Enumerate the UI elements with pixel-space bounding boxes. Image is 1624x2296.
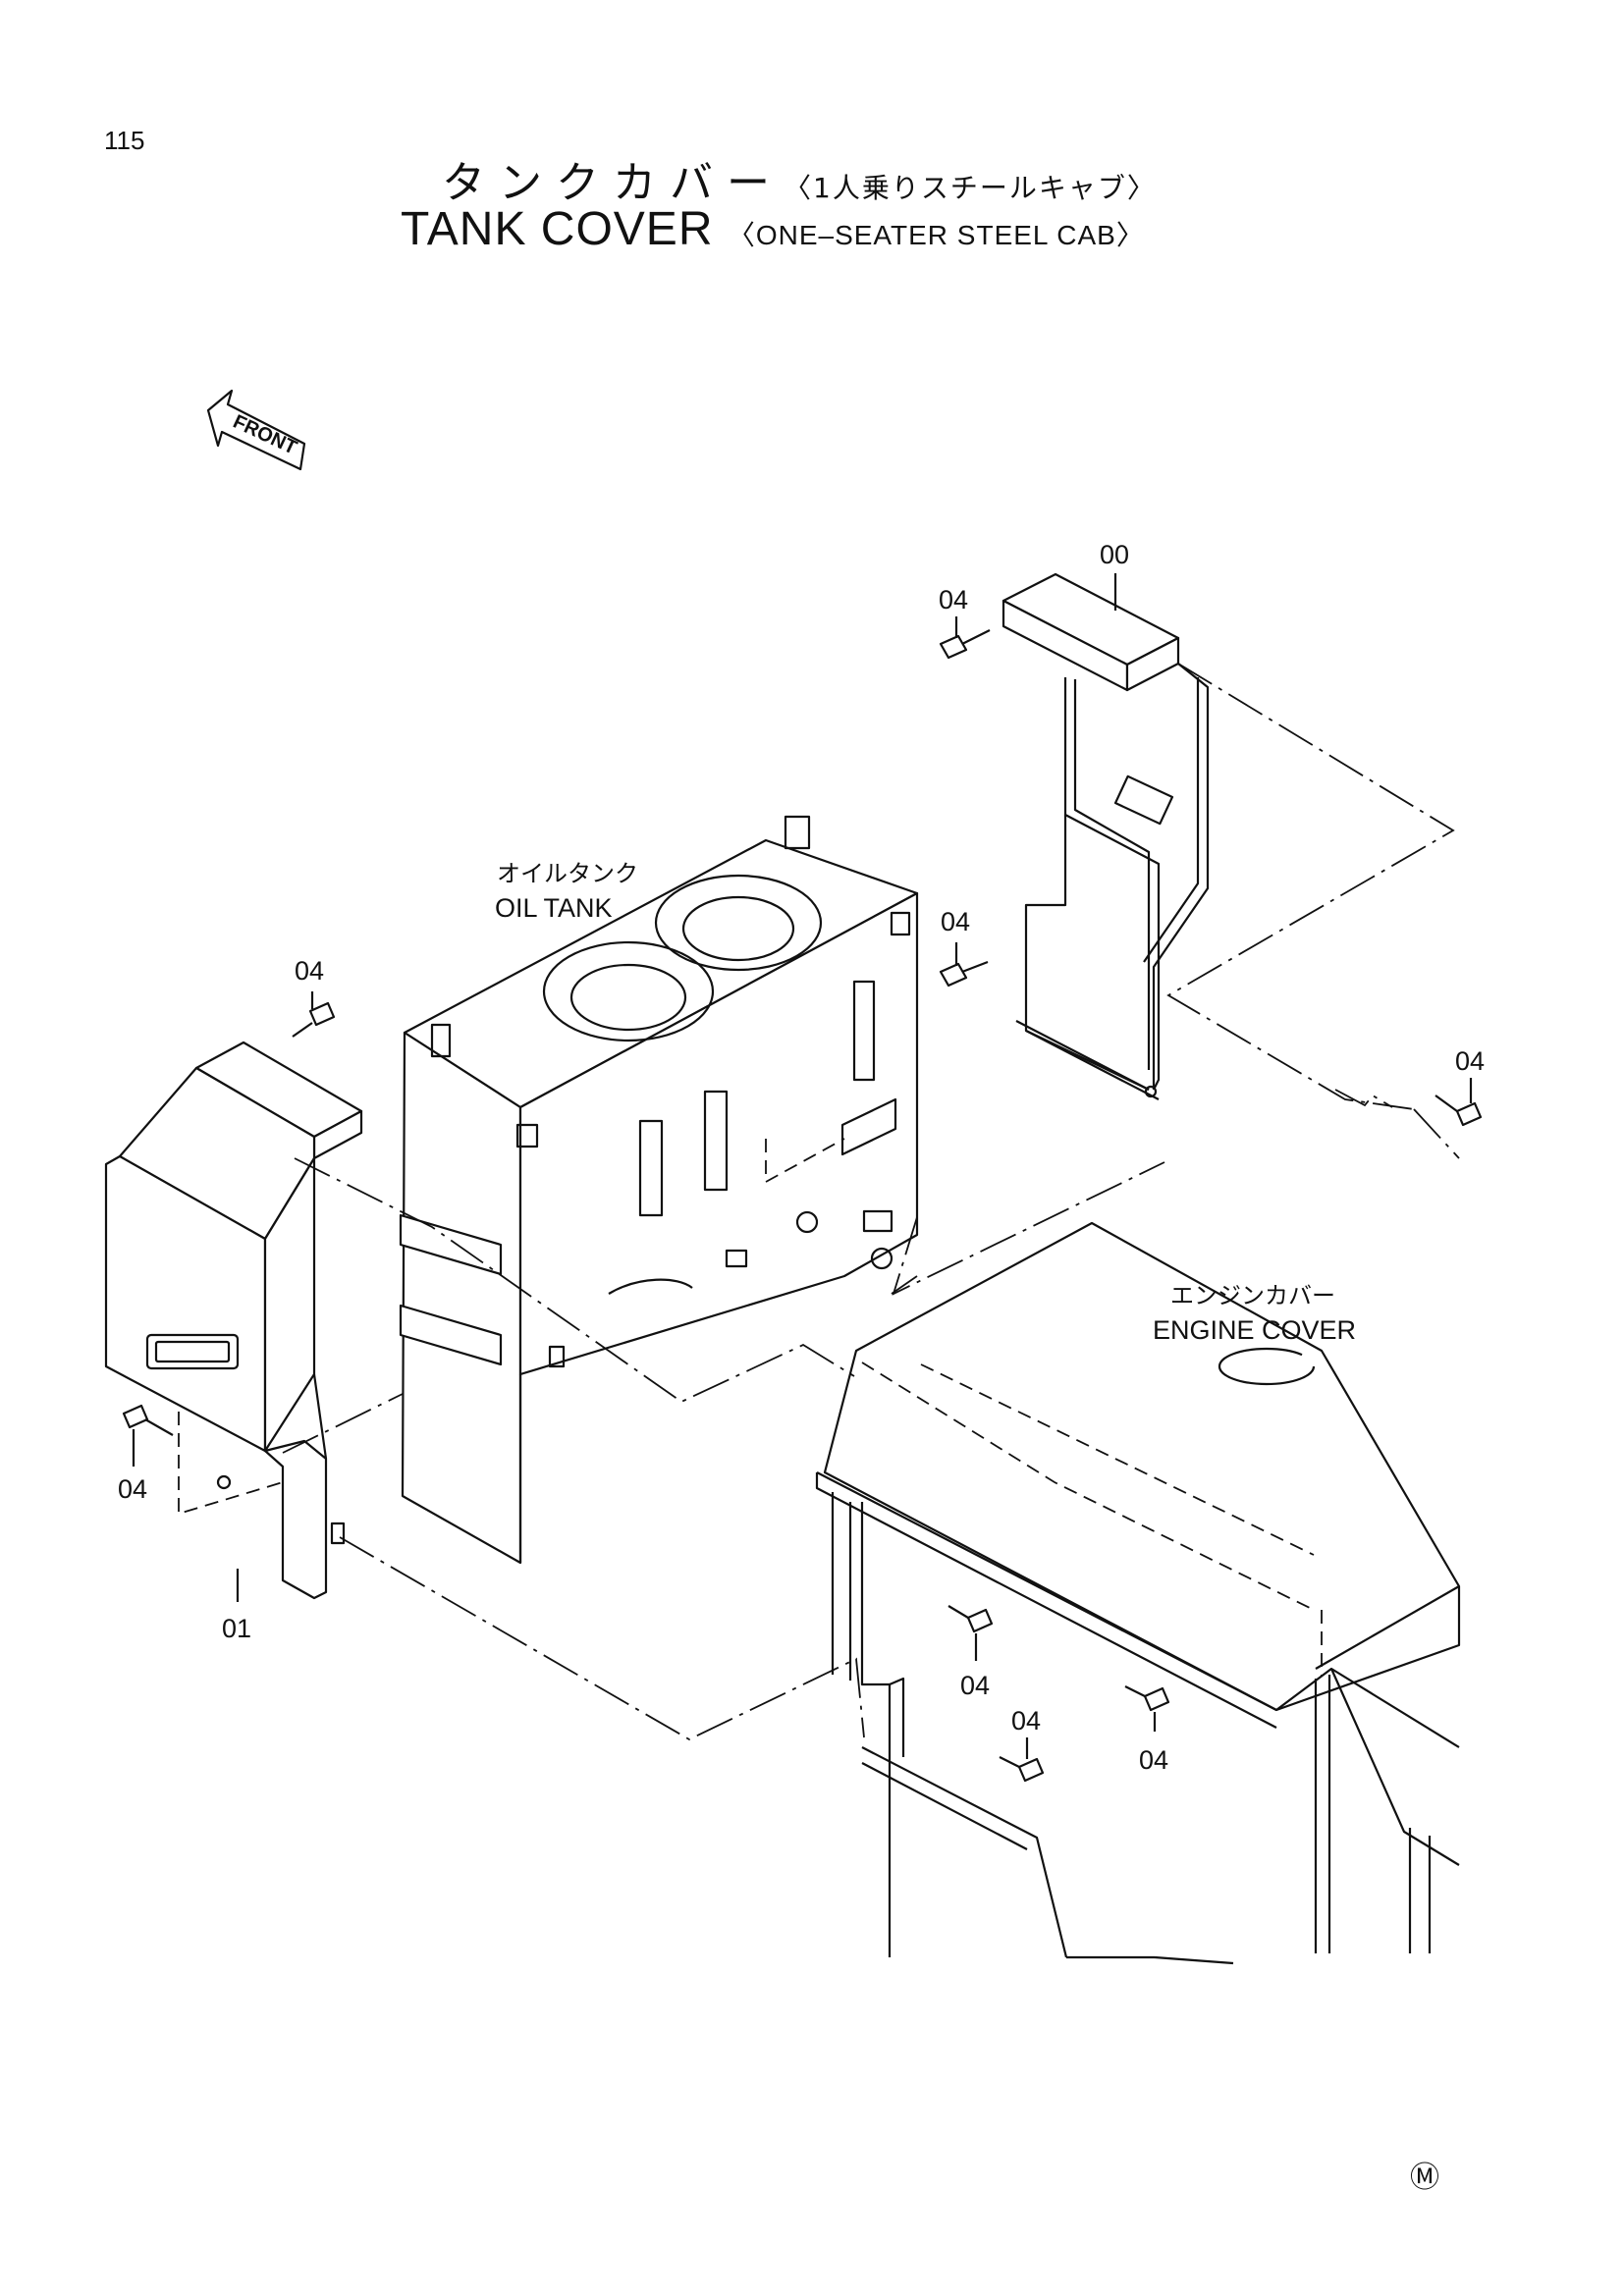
engine-cover-label: ENGINE COVER xyxy=(1153,1315,1356,1345)
page-title: TANK COVER 〈ONE–SEATER STEEL CAB〉 xyxy=(401,202,1145,256)
title-jp-main: タンクカバー xyxy=(442,158,784,208)
bolt-icon xyxy=(999,1756,1045,1783)
bolt-icon xyxy=(1435,1095,1483,1127)
title-jp-sub: 〈1人乗りスチールキャブ〉 xyxy=(784,172,1157,204)
part-number-04: 04 xyxy=(118,1474,147,1504)
part-number-04: 04 xyxy=(295,956,324,986)
page-number: 115 xyxy=(104,126,145,155)
engine-cover xyxy=(815,1221,1461,1965)
part-01-front-cover xyxy=(104,1041,363,1600)
part-number-00: 00 xyxy=(1100,540,1129,569)
oil-tank-label: OIL TANK xyxy=(495,893,613,923)
oil-tank-label-jp: オイルタンク xyxy=(497,860,638,887)
connection-lines xyxy=(282,663,1460,1741)
bolt-icon xyxy=(292,1001,336,1038)
part-number-04: 04 xyxy=(941,907,970,936)
oil-tank xyxy=(399,815,919,1565)
bolt-icon xyxy=(1124,1685,1170,1712)
bolt-icon xyxy=(939,629,991,660)
leader-lines xyxy=(132,573,1473,1759)
part-number-04: 04 xyxy=(1139,1745,1168,1775)
manufacturer-mark: Ⓜ xyxy=(1410,2162,1439,2194)
title-en-main: TANK COVER xyxy=(401,203,714,255)
part-00-rear-cover xyxy=(1001,572,1210,1100)
part-number-04: 04 xyxy=(1011,1706,1041,1735)
part-number-01: 01 xyxy=(222,1614,251,1643)
engine-cover-label-jp: エンジンカバー xyxy=(1170,1282,1335,1309)
front-arrow-icon: FRONT xyxy=(206,389,306,471)
bolt-icon xyxy=(939,960,989,988)
bolt-icon xyxy=(122,1404,174,1436)
bolt-icon xyxy=(947,1605,994,1633)
page-title-japanese: タンクカバー〈1人乗りスチールキャブ〉 xyxy=(442,147,1157,210)
title-en-sub: 〈ONE–SEATER STEEL CAB〉 xyxy=(727,220,1145,250)
part-number-04: 04 xyxy=(939,585,968,614)
part-number-04: 04 xyxy=(960,1671,990,1700)
part-number-04: 04 xyxy=(1455,1046,1485,1076)
